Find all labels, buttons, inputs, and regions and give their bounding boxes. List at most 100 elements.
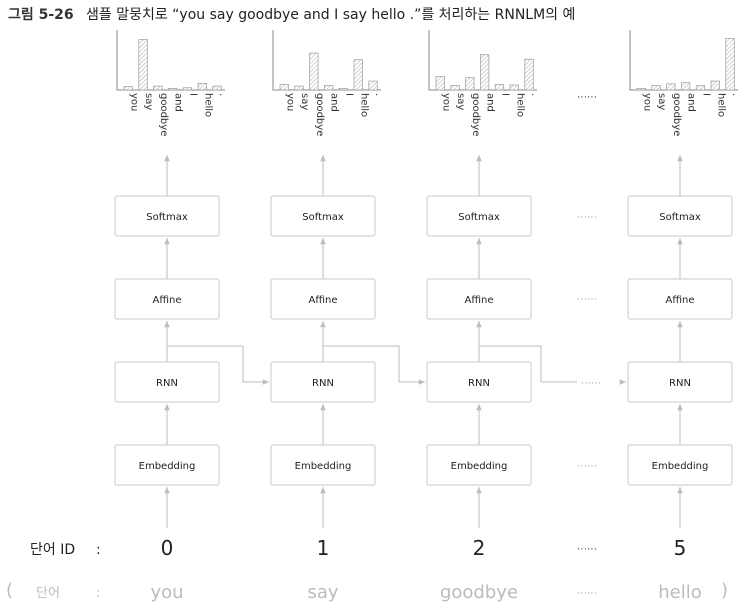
word-id-2: 2 (473, 536, 486, 560)
embedding-box-0 (114, 444, 220, 486)
word-0: you (150, 582, 183, 603)
recurrent-arrows (166, 345, 626, 385)
chart-2-bar-I (494, 84, 505, 91)
affine-box-2 (426, 278, 532, 320)
chart-3-bar-hello (710, 80, 720, 91)
chart-0-tick-.: . (217, 93, 228, 96)
rnn-box-1 (270, 361, 376, 403)
softmax-box-0 (114, 195, 220, 237)
softmax-label-3: Softmax (659, 212, 701, 223)
word-label: 단어 (36, 586, 60, 601)
chart-3-tick-say: say (656, 93, 667, 110)
chart-2-tick-and: and (485, 93, 496, 112)
embedding-label-2: Embedding (451, 461, 508, 472)
chart-0-tick-and: and (173, 93, 184, 112)
recurrent-arrow-2 (478, 345, 577, 383)
chart-3-bar-you (636, 87, 646, 91)
chart-2-tick-.: . (529, 93, 540, 96)
chart-1-tick-hello: hello (358, 93, 369, 117)
chart-3-tick-you: you (641, 93, 652, 111)
word-id-row: 단어 ID : 0 1 2 5 (30, 536, 686, 560)
rnn-label-1: RNN (312, 378, 334, 389)
chart-0-bar-say (138, 39, 148, 91)
chart-0-bar-hello (197, 82, 207, 91)
rnn-label-2: RNN (468, 378, 490, 389)
chart-axes-1 (272, 30, 381, 91)
word-row: ( 단어 : you say goodbye hello ) (6, 580, 728, 603)
softmax-box-3 (627, 195, 733, 237)
chart-1-bar-I (338, 87, 349, 91)
word-id-0: 0 (161, 536, 174, 560)
chart-0-tick-hello: hello (202, 93, 213, 117)
chart-1-tick-say: say (299, 93, 310, 110)
chart-3-tick-hello: hello (715, 93, 726, 117)
word-id-1: 1 (317, 536, 330, 560)
chart-3-bar-and (681, 82, 691, 91)
rnn-box-0 (114, 361, 220, 403)
embedding-box-1 (270, 444, 376, 486)
embedding-box-2 (426, 444, 532, 486)
chart-0-tick-I: I (187, 93, 198, 96)
word-colon: : (96, 586, 100, 601)
chart-2-bar-. (524, 58, 534, 91)
affine-label-2: Affine (465, 295, 494, 306)
affine-box-1 (270, 278, 376, 320)
affine-label-3: Affine (666, 295, 695, 306)
chart-1-bar-. (368, 80, 378, 91)
embedding-label-3: Embedding (652, 461, 709, 472)
chart-axes-3 (629, 30, 738, 91)
figure-caption: 샘플 말뭉치로 “you say goodbye and I say hello… (86, 7, 575, 23)
chart-2-bar-you (435, 76, 445, 91)
chart-3-tick-I: I (700, 93, 711, 96)
chart-0-tick-you: you (128, 93, 139, 111)
softmax-label-1: Softmax (302, 212, 344, 223)
affine-box-3 (627, 278, 733, 320)
chart-0-bar-and (168, 87, 178, 91)
word-open-paren: ( (6, 580, 13, 601)
affine-label-0: Affine (153, 295, 182, 306)
chart-3-bar-. (725, 38, 735, 91)
figure-number: 그림 5-26 (8, 7, 74, 23)
rnn-label-3: RNN (669, 378, 691, 389)
chart-1-bar-and (324, 85, 334, 91)
word-id-3: 5 (674, 536, 687, 560)
embedding-box-3 (627, 444, 733, 486)
chart-2-tick-hello: hello (514, 93, 525, 117)
chart-2-bar-hello (509, 84, 519, 91)
chart-axes-0 (116, 30, 225, 91)
word-1: say (307, 582, 338, 603)
softmax-label-2: Softmax (458, 212, 500, 223)
chart-2-bar-say (450, 85, 460, 91)
ellipsis-softmax: ⋯⋯ (577, 212, 597, 223)
ellipsis-rnn: ⋯⋯ (581, 378, 601, 389)
ellipsis-ids: ⋯⋯ (577, 544, 597, 555)
word-close-paren: ) (721, 580, 728, 601)
ellipsis-column: ⋯⋯ ⋯⋯ ⋯⋯ ⋯⋯ ⋯⋯ ⋯⋯ ⋯⋯ (577, 92, 601, 599)
affine-box-0 (114, 278, 220, 320)
chart-0-tick-say: say (143, 93, 154, 110)
chart-2-bar-goodbye (465, 77, 475, 91)
recurrent-arrow-1 (322, 345, 425, 385)
chart-3-bar-say (651, 85, 661, 91)
vertical-arrows (164, 155, 683, 528)
ellipsis-charts: ⋯⋯ (577, 92, 597, 103)
softmax-box-2 (426, 195, 532, 237)
chart-3-tick-goodbye: goodbye (671, 93, 682, 136)
word-id-colon: : (96, 542, 101, 558)
ellipsis-words: ⋯⋯ (577, 588, 597, 599)
word-2: goodbye (440, 582, 518, 603)
chart-1-bar-you (279, 84, 289, 91)
chart-1-bar-goodbye (309, 52, 319, 91)
chart-0-bar-I (182, 87, 193, 91)
chart-3-bar-I (695, 85, 706, 91)
affine-label-1: Affine (309, 295, 338, 306)
chart-3-tick-.: . (730, 93, 741, 96)
chart-1-tick-and: and (329, 93, 340, 112)
chart-0-bar-. (212, 85, 222, 91)
